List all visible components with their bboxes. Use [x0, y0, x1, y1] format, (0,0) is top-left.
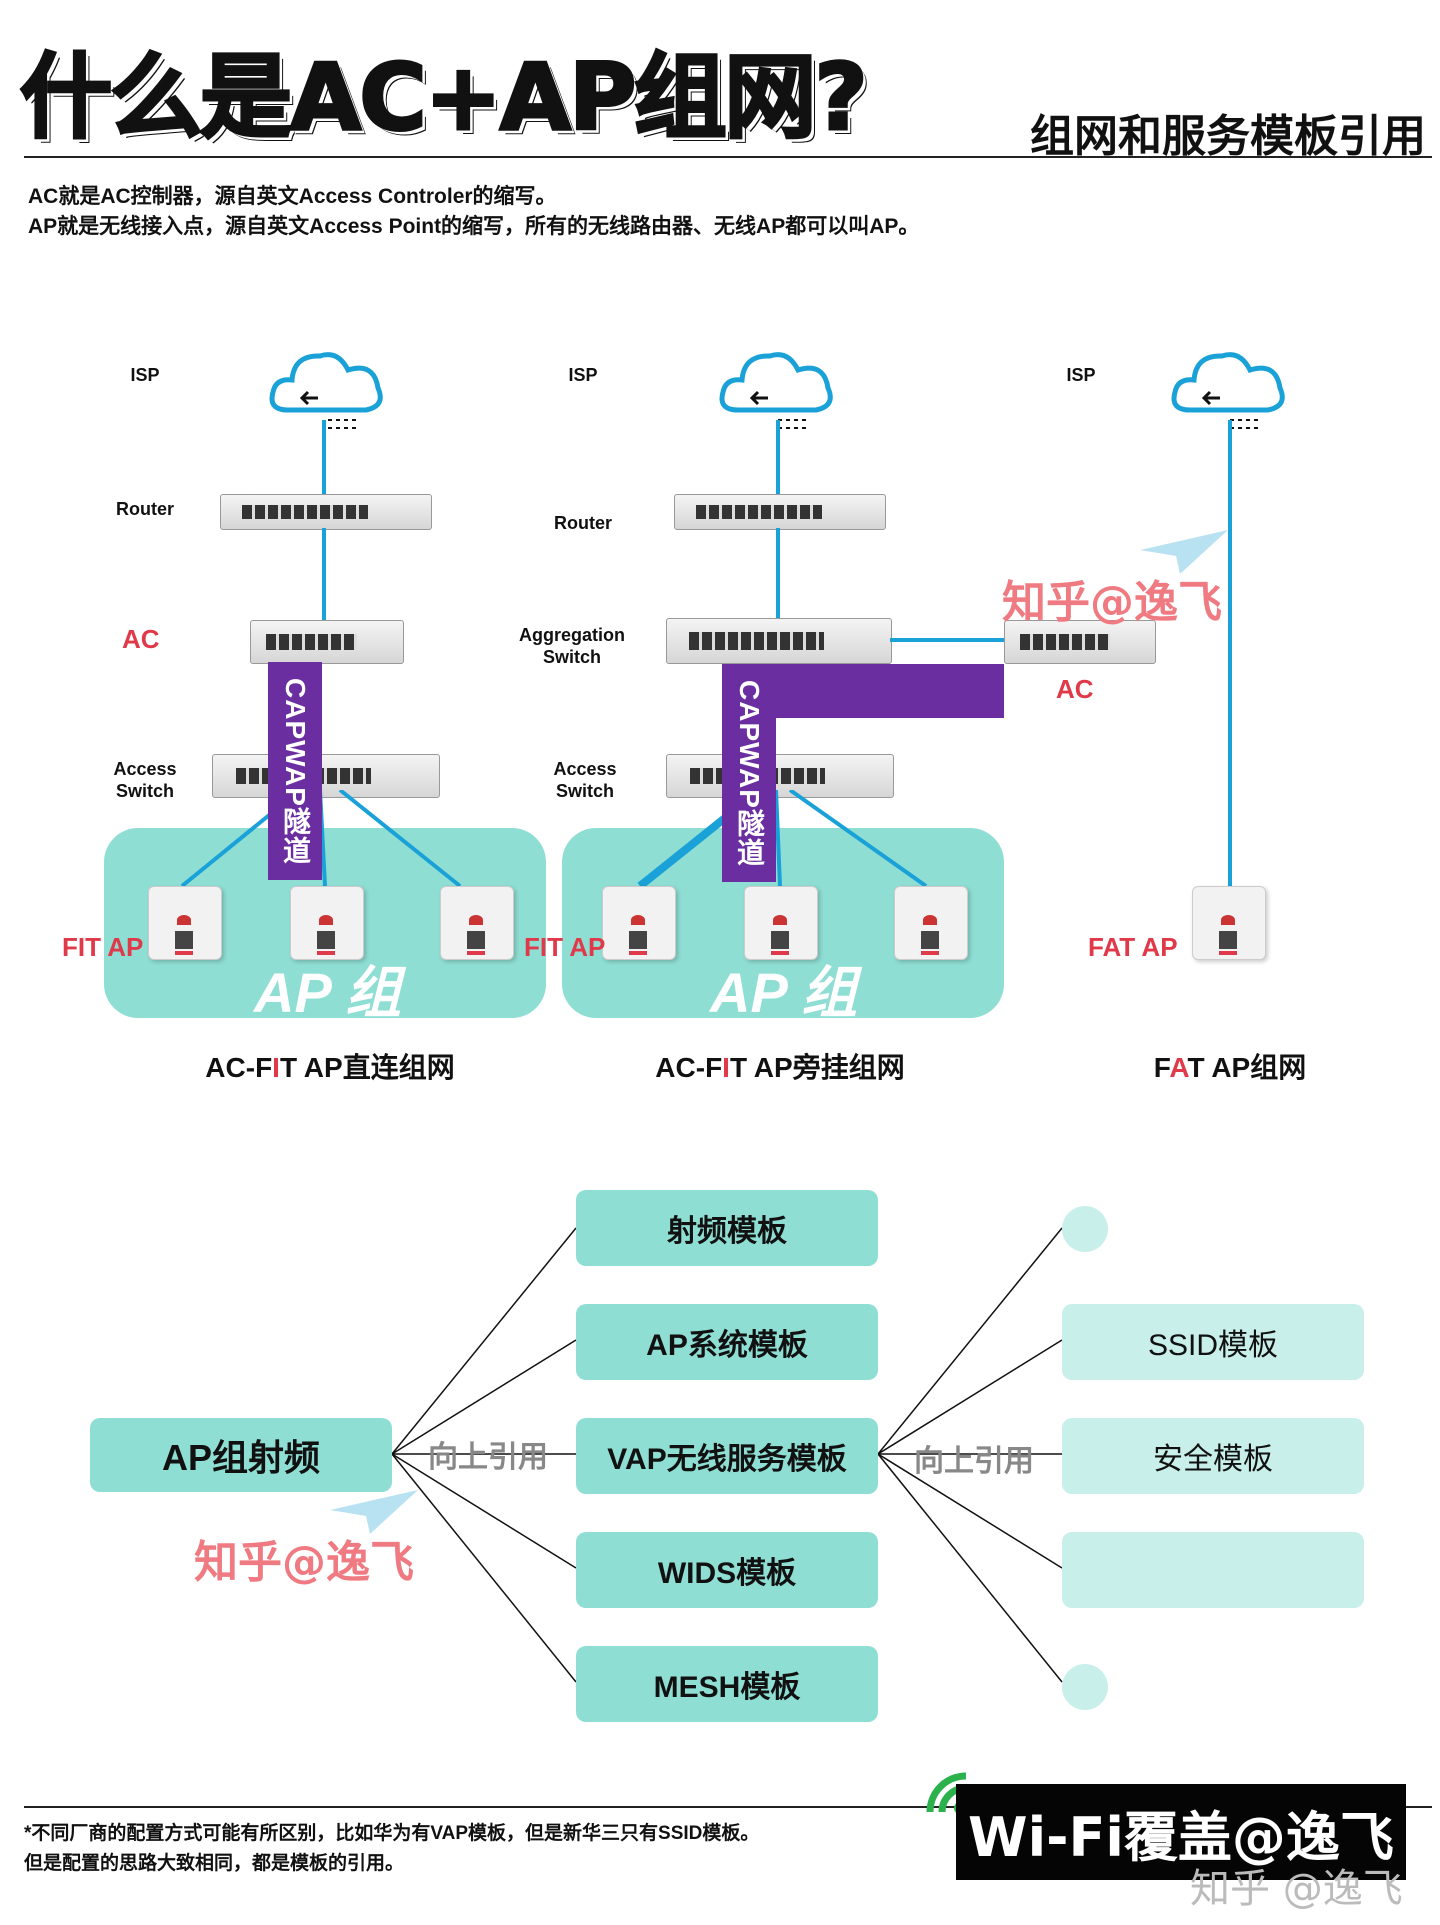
empty-node — [1062, 1206, 1108, 1252]
isp-label: ISP — [1066, 365, 1096, 385]
empty-node — [1062, 1664, 1108, 1710]
fit-ap-device — [602, 886, 676, 960]
template-item: 安全模板 — [1062, 1418, 1364, 1494]
header-divider — [24, 156, 1432, 158]
footnote-line-1: *不同厂商的配置方式可能有所区别，比如华为有VAP模板，但是新华三只有SSID模… — [24, 1823, 760, 1844]
watermark: 知乎@逸飞 — [1002, 577, 1222, 628]
footnote-line-2: 但是配置的思路大致相同，都是模板的引用。 — [24, 1853, 405, 1874]
fit-ap-label: FIT AP — [524, 932, 606, 962]
capwap-tunnel: CAPWAP隧道 — [722, 664, 776, 882]
brand-subtitle: 知乎 @逸飞 — [1190, 1866, 1403, 1912]
watermark: 知乎@逸飞 — [194, 1537, 414, 1588]
aggregation-switch-device — [666, 618, 892, 664]
aggregation-switch-label: Aggregation Switch — [519, 625, 625, 667]
ac-device — [250, 620, 404, 664]
template-item-empty — [1062, 1532, 1364, 1608]
link-lines — [637, 790, 928, 890]
isp-label: ISP — [130, 365, 160, 385]
isp-label: ISP — [568, 365, 598, 385]
router-device — [674, 494, 886, 530]
intro-line-2: AP就是无线接入点，源自英文Access Point的缩写，所有的无线路由器、无… — [28, 215, 920, 238]
network-title: FAT AP组网 — [1153, 1052, 1307, 1083]
link-lines — [180, 790, 462, 888]
fit-ap-device — [290, 886, 364, 960]
template-item-vap: VAP无线服务模板 — [576, 1418, 878, 1494]
page-title: 什么是AC+AP组网? — [19, 44, 870, 151]
template-root: AP组射频 — [90, 1418, 392, 1492]
fit-ap-device — [440, 886, 514, 960]
template-item: MESH模板 — [576, 1646, 878, 1722]
fit-ap-device — [744, 886, 818, 960]
link-line — [1228, 420, 1232, 886]
link-line — [776, 528, 780, 620]
template-item: 射频模板 — [576, 1190, 878, 1266]
cloud-icon — [1171, 352, 1285, 429]
ac-label: AC — [122, 624, 160, 654]
template-item: AP系统模板 — [576, 1304, 878, 1380]
ap-group-label: AP 组 — [254, 961, 402, 1024]
reference-label: 向上引用 — [914, 1445, 1034, 1478]
intro-line-1: AC就是AC控制器，源自英文Access Controler的缩写。 — [28, 185, 557, 208]
link-line — [322, 528, 326, 620]
paper-plane-icon — [1140, 530, 1228, 574]
router-device — [220, 494, 432, 530]
cloud-icon — [719, 352, 833, 429]
capwap-tunnel: CAPWAP隧道 — [268, 662, 322, 880]
fat-ap-label: FAT AP — [1088, 932, 1178, 962]
template-item: WIDS模板 — [576, 1532, 878, 1608]
access-switch-label: Access Switch — [113, 759, 177, 801]
access-switch-label: Access Switch — [553, 759, 617, 801]
link-line — [322, 420, 326, 496]
fit-ap-device — [148, 886, 222, 960]
router-label: Router — [116, 499, 174, 519]
ac-device — [1004, 620, 1156, 664]
link-line — [890, 638, 1004, 642]
link-line — [776, 420, 780, 496]
fat-ap-device — [1192, 886, 1266, 960]
template-connector-lines — [391, 1227, 1063, 1683]
brand-banner: Wi-Fi覆盖@逸飞 — [956, 1784, 1406, 1880]
footer-divider — [24, 1806, 1432, 1808]
ac-label: AC — [1056, 674, 1094, 704]
ap-group-label: AP 组 — [710, 961, 858, 1024]
reference-label: 向上引用 — [428, 1441, 548, 1474]
network-title: AC-FIT AP旁挂组网 — [655, 1052, 905, 1083]
cloud-icon — [269, 352, 383, 429]
fit-ap-label: FIT AP — [62, 932, 144, 962]
paper-plane-icon — [330, 1490, 418, 1534]
fit-ap-device — [894, 886, 968, 960]
network-title: AC-FIT AP直连组网 — [205, 1052, 455, 1083]
router-label: Router — [554, 513, 612, 533]
template-item: SSID模板 — [1062, 1304, 1364, 1380]
page-subtitle: 组网和服务模板引用 — [1030, 111, 1426, 162]
